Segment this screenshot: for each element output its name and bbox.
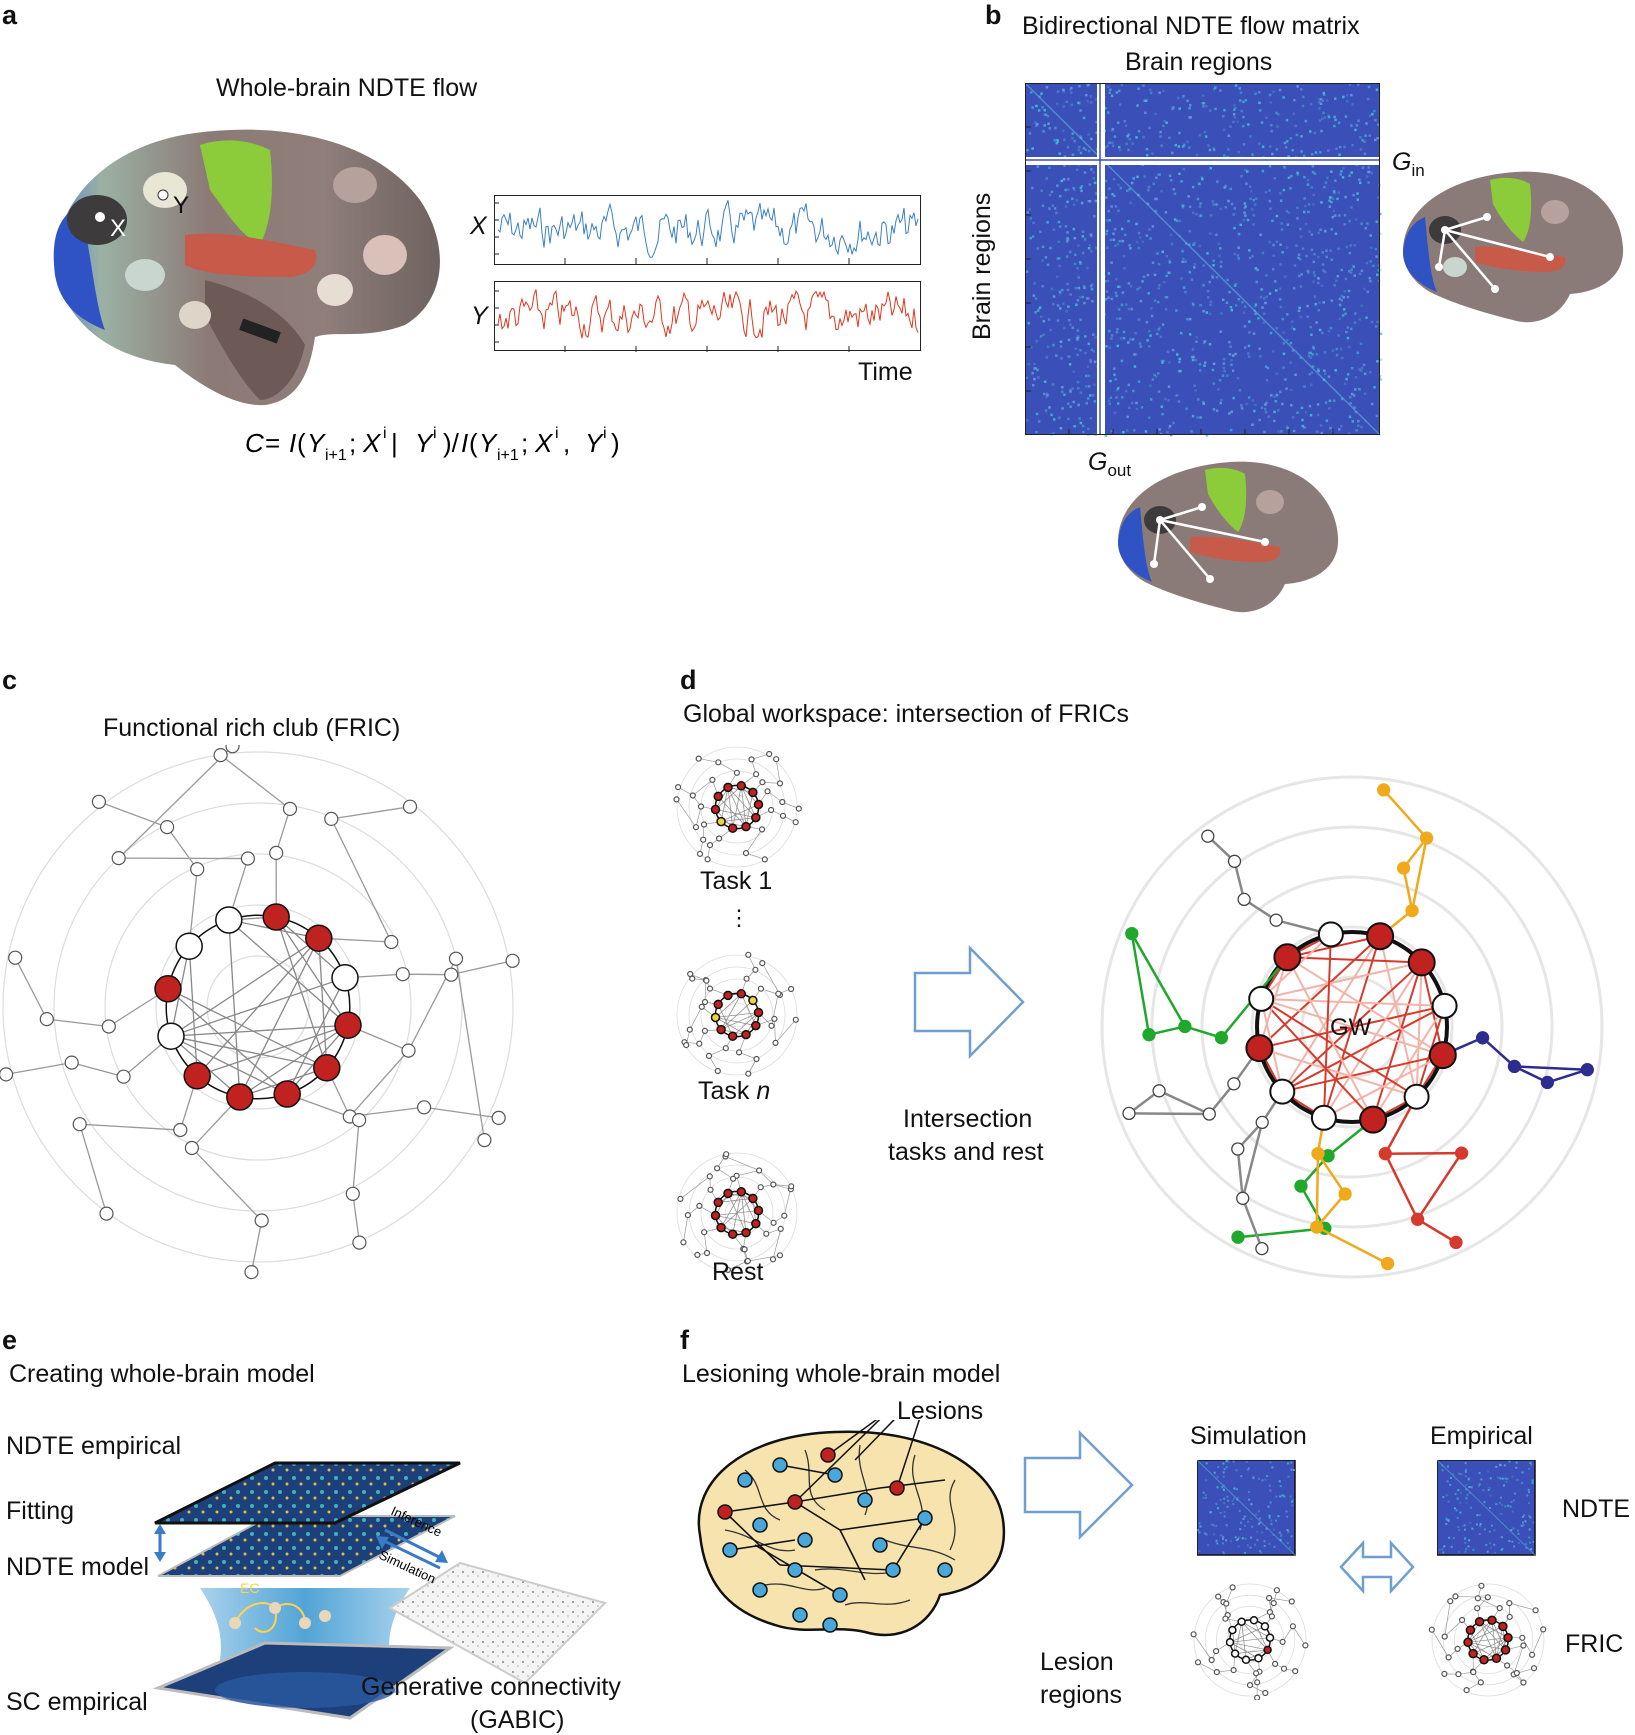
panel-c-label: c [2, 665, 18, 695]
svg-text:,: , [563, 428, 570, 458]
mini-network-task1 [673, 746, 802, 868]
sc-empirical-label: SC empirical [6, 1688, 148, 1716]
intersection-line2: tasks and rest [888, 1138, 1044, 1166]
svg-text:Y: Y [307, 428, 326, 458]
taskn-label: Task n [698, 1077, 771, 1105]
node-y-text: Y [173, 192, 189, 219]
simulation-ndte-matrix [1197, 1460, 1296, 1556]
svg-text:;: ; [521, 428, 528, 458]
simulation-label: Simulation [1190, 1422, 1307, 1450]
empirical-fric-network [1428, 1582, 1547, 1697]
rest-label: Rest [712, 1258, 764, 1286]
g-out-label: Gout [1088, 448, 1132, 480]
empirical-label: Empirical [1430, 1422, 1533, 1450]
brain-g-out [1118, 461, 1339, 613]
lesion-regions-line2: regions [1040, 1681, 1122, 1709]
panel-f-title: Lesioning whole-brain model [682, 1360, 1001, 1388]
svg-text:X: X [534, 428, 554, 458]
trace-x-label: X [470, 212, 487, 240]
lesion-brain [697, 1420, 1006, 1637]
compare-double-arrow [1339, 1539, 1415, 1595]
formula: C = I ( Y i+1 ; X i | Y i )/ I ( Y i+1 ;… [245, 425, 620, 464]
svg-text:i: i [383, 425, 387, 442]
time-series-plot [494, 195, 921, 352]
gw-label: GW [1330, 1014, 1372, 1041]
panel-f-label: f [680, 1325, 689, 1355]
gabic-line1: Generative connectivity [361, 1673, 621, 1701]
mini-network-rest [676, 1151, 798, 1274]
mini-network-taskn [676, 951, 799, 1077]
svg-text:=: = [265, 428, 280, 458]
ndte-row-label: NDTE [1562, 1495, 1631, 1523]
empirical-ndte-matrix [1437, 1460, 1536, 1556]
svg-text:(: ( [297, 428, 306, 458]
trace-x-line [497, 200, 919, 258]
node-y-dot [157, 189, 169, 201]
svg-text:Y: Y [585, 428, 604, 458]
intersection-line1: Intersection [903, 1105, 1033, 1133]
task1-label: Task 1 [700, 867, 773, 895]
intersection-arrow [913, 945, 1025, 1060]
svg-text:;: ; [349, 428, 356, 458]
fric-row-label: FRIC [1565, 1630, 1624, 1658]
panel-b-label: b [985, 0, 1002, 30]
svg-text:i+1: i+1 [325, 447, 347, 464]
svg-text:Y: Y [479, 428, 498, 458]
ec-label: EC [240, 1580, 259, 1596]
svg-text:): ) [611, 428, 620, 458]
ndte-model-label: NDTE model [6, 1553, 150, 1581]
svg-text:Y: Y [415, 428, 434, 458]
ndte-empirical-label: NDTE empirical [6, 1432, 182, 1460]
svg-text:i+1: i+1 [497, 447, 519, 464]
lesion-regions-line1: Lesion [1040, 1648, 1114, 1676]
svg-text:(: ( [469, 428, 478, 458]
lesion-arrow [1023, 1430, 1134, 1540]
node-x-dot [95, 212, 105, 222]
lesions-label: Lesions [897, 1397, 984, 1425]
panel-a-label: a [2, 0, 18, 30]
g-in-label: Gin [1392, 148, 1425, 180]
fitting-label: Fitting [6, 1497, 75, 1525]
trace-y-line [497, 289, 919, 339]
panel-d-label: d [680, 665, 697, 695]
matrix-row-label: Brain regions [968, 192, 996, 340]
svg-text:C: C [245, 428, 264, 458]
model-stack-diagram: EC Inference Simulation [152, 1461, 607, 1720]
time-axis-label: Time [858, 358, 913, 386]
fric-network-c [0, 745, 520, 1280]
task-ellipsis: ⋮ [728, 905, 750, 930]
node-x-text: X [110, 215, 126, 242]
matrix-column-label: Brain regions [1125, 48, 1273, 76]
panel-b-title: Bidirectional NDTE flow matrix [1022, 12, 1360, 40]
trace-y-label: Y [471, 302, 488, 330]
svg-text:X: X [362, 428, 382, 458]
svg-text:)/: )/ [443, 428, 460, 458]
gabic-line2: (GABIC) [470, 1706, 565, 1734]
global-workspace-network: GW [1100, 775, 1604, 1279]
brain-g-in [1403, 171, 1624, 323]
brain-surface-a: X Y [53, 129, 440, 406]
svg-text:I: I [461, 428, 468, 458]
panel-e-title: Creating whole-brain model [9, 1360, 315, 1388]
svg-text:i: i [555, 425, 559, 442]
ndte-flow-matrix [1025, 83, 1383, 438]
panel-d-title: Global workspace: intersection of FRICs [683, 700, 1130, 728]
panel-a-title: Whole-brain NDTE flow [216, 74, 478, 102]
svg-text:I: I [289, 428, 296, 458]
simulation-fric-network [1190, 1583, 1309, 1700]
panel-c-title: Functional rich club (FRIC) [103, 714, 401, 742]
svg-text:|: | [391, 428, 398, 458]
svg-text:i: i [603, 425, 607, 442]
panel-e-label: e [2, 1325, 18, 1355]
svg-text:i: i [433, 425, 437, 442]
